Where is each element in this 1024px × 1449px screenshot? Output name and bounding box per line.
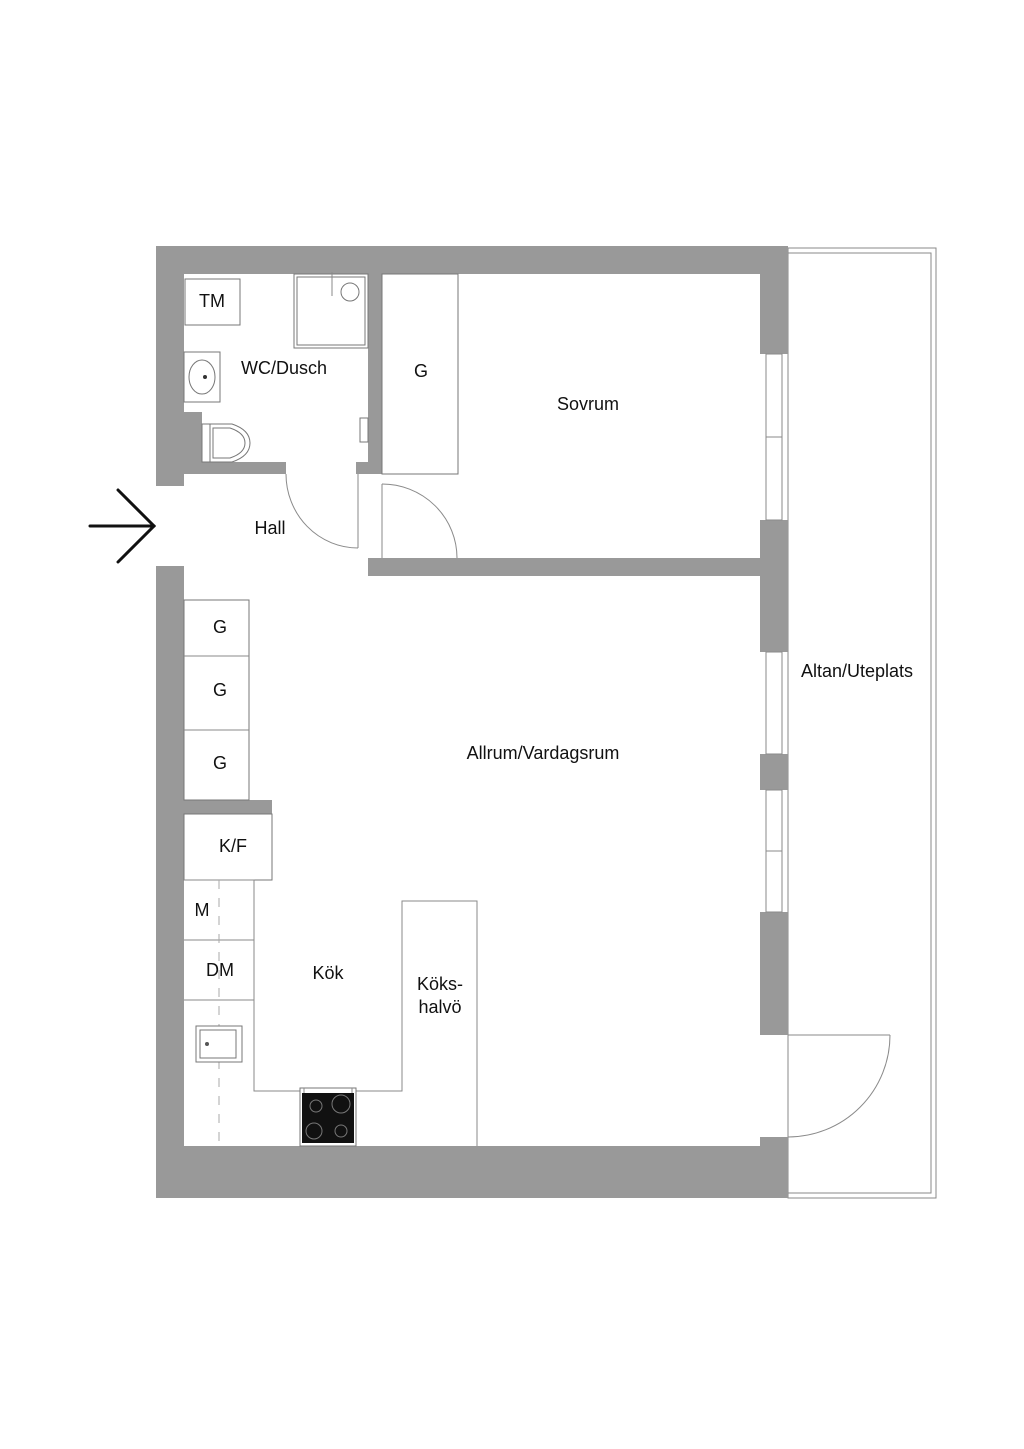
label-allrum: Allrum/Vardagsrum — [467, 743, 620, 763]
label-dm: DM — [206, 960, 234, 980]
kitchen — [183, 813, 478, 1147]
label-hall: Hall — [254, 518, 285, 538]
windows — [765, 353, 783, 913]
wc-fixtures — [183, 272, 369, 463]
label-kf: K/F — [219, 836, 247, 856]
outer-walls — [156, 246, 788, 1198]
label-m: M — [195, 900, 210, 920]
sink-icon — [195, 1025, 243, 1063]
label-tm: TM — [199, 291, 225, 311]
label-koks-line2: halvö — [418, 997, 461, 1017]
label-wardrobe-3: G — [213, 753, 227, 773]
entrance-opening — [156, 474, 184, 578]
toilet-icon — [201, 423, 251, 463]
label-wardrobe-2: G — [213, 680, 227, 700]
entrance-arrow-icon — [88, 488, 157, 564]
bedroom-wardrobe — [381, 273, 459, 475]
stove-icon — [299, 1087, 357, 1147]
wall-fixture-icon — [359, 417, 369, 443]
interior-walls — [184, 274, 760, 814]
terrace-outline — [787, 247, 937, 1199]
label-wc-dusch: WC/Dusch — [241, 358, 327, 378]
tm-washer-box — [184, 278, 241, 326]
label-bedroom-wardrobe: G — [414, 361, 428, 381]
label-sovrum: Sovrum — [557, 394, 619, 414]
label-wardrobe-1: G — [213, 617, 227, 637]
label-altan: Altan/Uteplats — [801, 661, 913, 681]
doors — [285, 473, 891, 1138]
label-koks-line1: Köks- — [417, 974, 463, 994]
hall-wardrobes — [183, 599, 250, 801]
room-labels: TM WC/Dusch G Sovrum Hall G G G Allrum/V… — [195, 291, 914, 1017]
label-kok: Kök — [312, 963, 344, 983]
fridge-freezer — [183, 813, 273, 881]
